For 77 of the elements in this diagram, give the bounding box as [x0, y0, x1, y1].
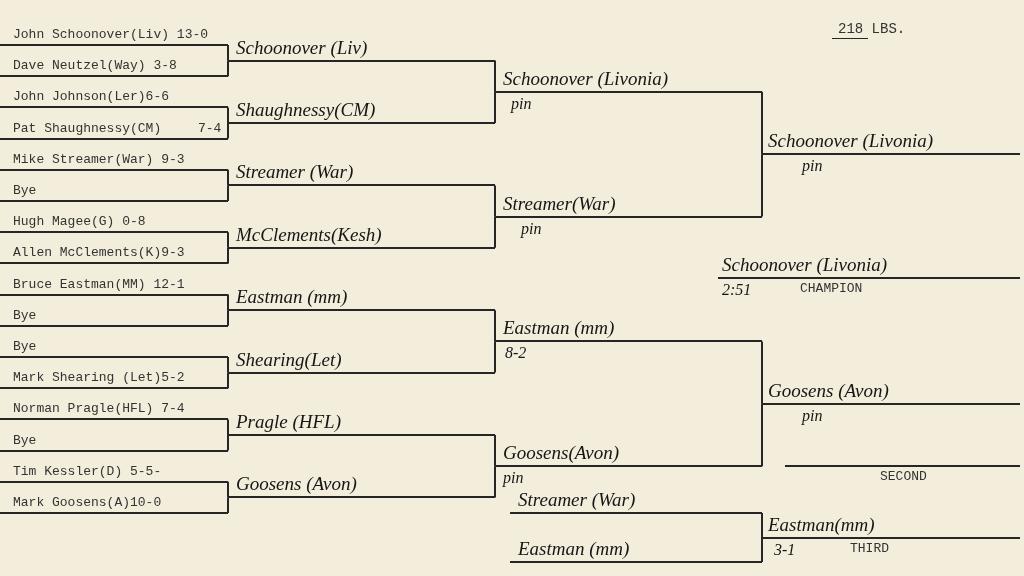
- entrant-name: Norman Pragle(HFL) 7-4: [13, 402, 185, 416]
- bracket-connector: [227, 371, 229, 390]
- bracket-connector: [227, 122, 229, 140]
- bracket-connector: [494, 90, 496, 124]
- entrant-name: Dave Neutzel(Way) 3-8: [13, 59, 177, 73]
- entrant-name: Pat Shaughnessy(CM): [13, 121, 162, 135]
- bracket-connector: [494, 59, 496, 93]
- entrant-name: Allen McClements(K)9-3: [13, 246, 185, 260]
- winner-name: McClements(Kesh): [236, 224, 382, 244]
- entrant-name: Tim Kessler(D) 5-5-: [13, 464, 162, 478]
- winner-name: Eastman (mm): [518, 539, 630, 558]
- entrant-name: Bruce Eastman(MM) 12-1: [13, 277, 185, 291]
- winner-name: Streamer(War): [503, 193, 616, 213]
- bracket-connector: [227, 418, 229, 436]
- bracket-connector: [227, 106, 229, 124]
- winner-name: Eastman (mm): [236, 287, 348, 307]
- winner-name: Shaughnessy(CM): [236, 100, 376, 119]
- bracket-connector: [761, 340, 763, 405]
- winner-name: Eastman (mm): [503, 318, 615, 338]
- champion-name: Schoonover (Livonia): [722, 255, 888, 274]
- match-result: pin: [802, 407, 823, 424]
- entrant-name: Mark Shearing (Let)5-2: [13, 371, 185, 385]
- bracket-connector: [227, 480, 229, 499]
- entrant-name: Bye: [13, 308, 37, 322]
- entrant-name: John Schoonover(Liv) 13-0: [13, 28, 209, 41]
- match-result: pin: [521, 220, 542, 237]
- winner-name: Eastman(mm): [768, 515, 875, 534]
- place-label: CHAMPION: [800, 282, 863, 295]
- winner-name: Schoonover (Livonia): [503, 68, 669, 88]
- entrant-name: Bye: [13, 184, 37, 197]
- bracket-connector: [227, 231, 229, 249]
- winner-name: Goosens (Avon): [236, 474, 357, 494]
- match-result: pin: [511, 95, 532, 112]
- bracket-connector: [227, 44, 229, 62]
- bracket-connector: [494, 434, 496, 468]
- winner-name: Goosens (Avon): [768, 380, 889, 400]
- bracket-connector: [494, 184, 496, 218]
- match-result: pin: [503, 470, 524, 487]
- bracket-connector: [761, 537, 763, 563]
- win-loss-record: 7-4: [198, 121, 222, 135]
- entrant-name: Mark Goosens(A)10-0: [13, 496, 162, 509]
- bracket-connector: [227, 434, 229, 452]
- bracket-connector: [227, 293, 229, 312]
- bracket-connector: [761, 402, 763, 468]
- match-result: 8-2: [505, 345, 527, 362]
- bracket-connector: [227, 59, 229, 78]
- bracket-connector: [761, 512, 763, 539]
- bracket-connector: [227, 309, 229, 327]
- bracket-connector: [227, 496, 229, 514]
- entrant-name: Mike Streamer(War) 9-3: [13, 152, 185, 166]
- winner-name: Streamer (War): [236, 162, 354, 182]
- bracket-connector: [227, 246, 229, 265]
- bracket-connector: [494, 215, 496, 249]
- bracket-connector: [761, 153, 763, 218]
- place-label: THIRD: [850, 542, 889, 555]
- bracket-connector: [494, 309, 496, 343]
- entrant-name: Bye: [13, 340, 37, 353]
- place-label: SECOND: [880, 470, 927, 483]
- winner-name: Goosens(Avon): [503, 443, 620, 463]
- bracket-connector: [494, 465, 496, 499]
- match-result: 2:51: [722, 282, 752, 298]
- bracket-connector: [494, 340, 496, 374]
- winner-name: Schoonover (Livonia): [768, 131, 934, 151]
- entrant-name: Bye: [13, 433, 37, 447]
- match-result: 3-1: [774, 542, 796, 558]
- bracket-connector: [227, 168, 229, 187]
- bracket-connector: [227, 356, 229, 374]
- weight-class-title: 218 LBS.: [838, 22, 906, 36]
- winner-name: Streamer (War): [518, 490, 636, 509]
- bracket-connector: [227, 184, 229, 202]
- match-result: pin: [802, 158, 823, 175]
- bracket-connector: [761, 90, 763, 156]
- winner-name: Schoonover (Liv): [236, 37, 368, 57]
- entrant-name: John Johnson(Ler)6-6: [13, 90, 170, 104]
- winner-name: Shearing(Let): [236, 349, 342, 369]
- winner-name: Pragle (HFL): [236, 412, 341, 431]
- entrant-name: Hugh Magee(G) 0-8: [13, 215, 146, 229]
